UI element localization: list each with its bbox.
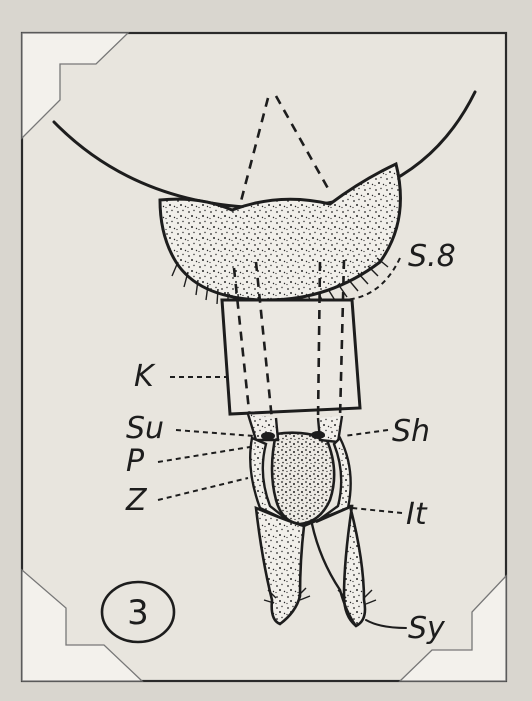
label-p: P [126,444,145,479]
label-z: Z [125,483,148,518]
label-sy: Sy [408,611,446,646]
label-s8: S.8 [408,239,456,274]
label-it: It [406,497,428,532]
label-su: Su [126,411,164,446]
label-sh: Sh [392,414,430,449]
figure-number: 3 [127,593,149,633]
label-k: K [134,359,156,394]
